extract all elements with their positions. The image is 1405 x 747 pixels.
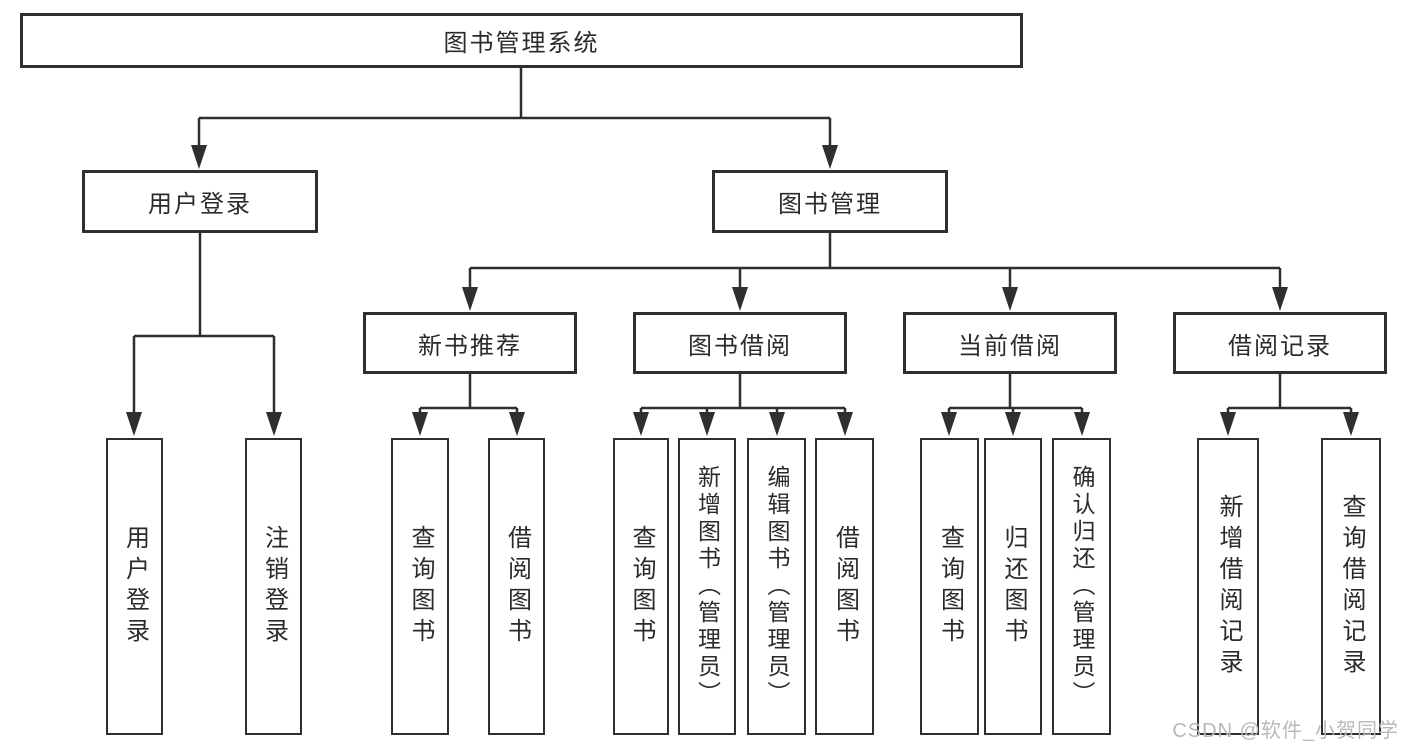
leaf-recommend-borrow-books: 借阅图书: [488, 438, 545, 735]
leaf-confirm-return-admin: 确认归还（管理员）: [1052, 438, 1111, 735]
arrowhead: [1272, 287, 1288, 311]
arrowhead: [509, 412, 525, 436]
arrowhead: [126, 412, 142, 436]
connector-borrow: [639, 374, 847, 414]
arrowhead: [732, 287, 748, 311]
connector-recommend: [418, 374, 519, 414]
leaf-edit-books-admin: 编辑图书（管理员）: [747, 438, 806, 735]
arrowhead: [633, 412, 649, 436]
connector-root: [197, 68, 832, 147]
leaf-current-query-books: 查询图书: [920, 438, 979, 735]
leaf-return-books: 归还图书: [984, 438, 1042, 735]
node-new-book-recommend: 新书推荐: [363, 312, 577, 374]
arrowhead: [941, 412, 957, 436]
connector-book-management: [468, 233, 1282, 289]
connector-user-login: [132, 233, 276, 414]
node-book-management: 图书管理: [712, 170, 948, 233]
connector-current: [947, 374, 1084, 414]
arrowhead: [1002, 287, 1018, 311]
node-user-login: 用户登录: [82, 170, 318, 233]
node-root-title: 图书管理系统: [20, 13, 1023, 68]
arrowhead: [412, 412, 428, 436]
leaf-borrow-query-books: 查询图书: [613, 438, 669, 735]
leaf-add-borrow-record: 新增借阅记录: [1197, 438, 1259, 735]
leaf-borrow-books: 借阅图书: [815, 438, 874, 735]
arrowhead: [837, 412, 853, 436]
node-current-borrow: 当前借阅: [903, 312, 1117, 374]
leaf-logout: 注销登录: [245, 438, 302, 735]
watermark-text: CSDN @软件_小贺同学: [1172, 720, 1399, 742]
leaf-user-login: 用户登录: [106, 438, 163, 735]
node-book-borrow: 图书借阅: [633, 312, 847, 374]
node-borrow-records: 借阅记录: [1173, 312, 1387, 374]
arrowhead: [1074, 412, 1090, 436]
arrowhead: [822, 145, 838, 169]
leaf-query-borrow-record: 查询借阅记录: [1321, 438, 1381, 735]
arrowhead: [769, 412, 785, 436]
arrowheads: [126, 145, 1359, 436]
arrowhead: [462, 287, 478, 311]
arrowhead: [1005, 412, 1021, 436]
arrowhead: [1343, 412, 1359, 436]
arrowhead: [1220, 412, 1236, 436]
leaf-recommend-query-books: 查询图书: [391, 438, 449, 735]
arrowhead: [191, 145, 207, 169]
arrowhead: [699, 412, 715, 436]
arrowhead: [266, 412, 282, 436]
connector-records: [1226, 374, 1353, 414]
leaf-add-books-admin: 新增图书（管理员）: [678, 438, 736, 735]
